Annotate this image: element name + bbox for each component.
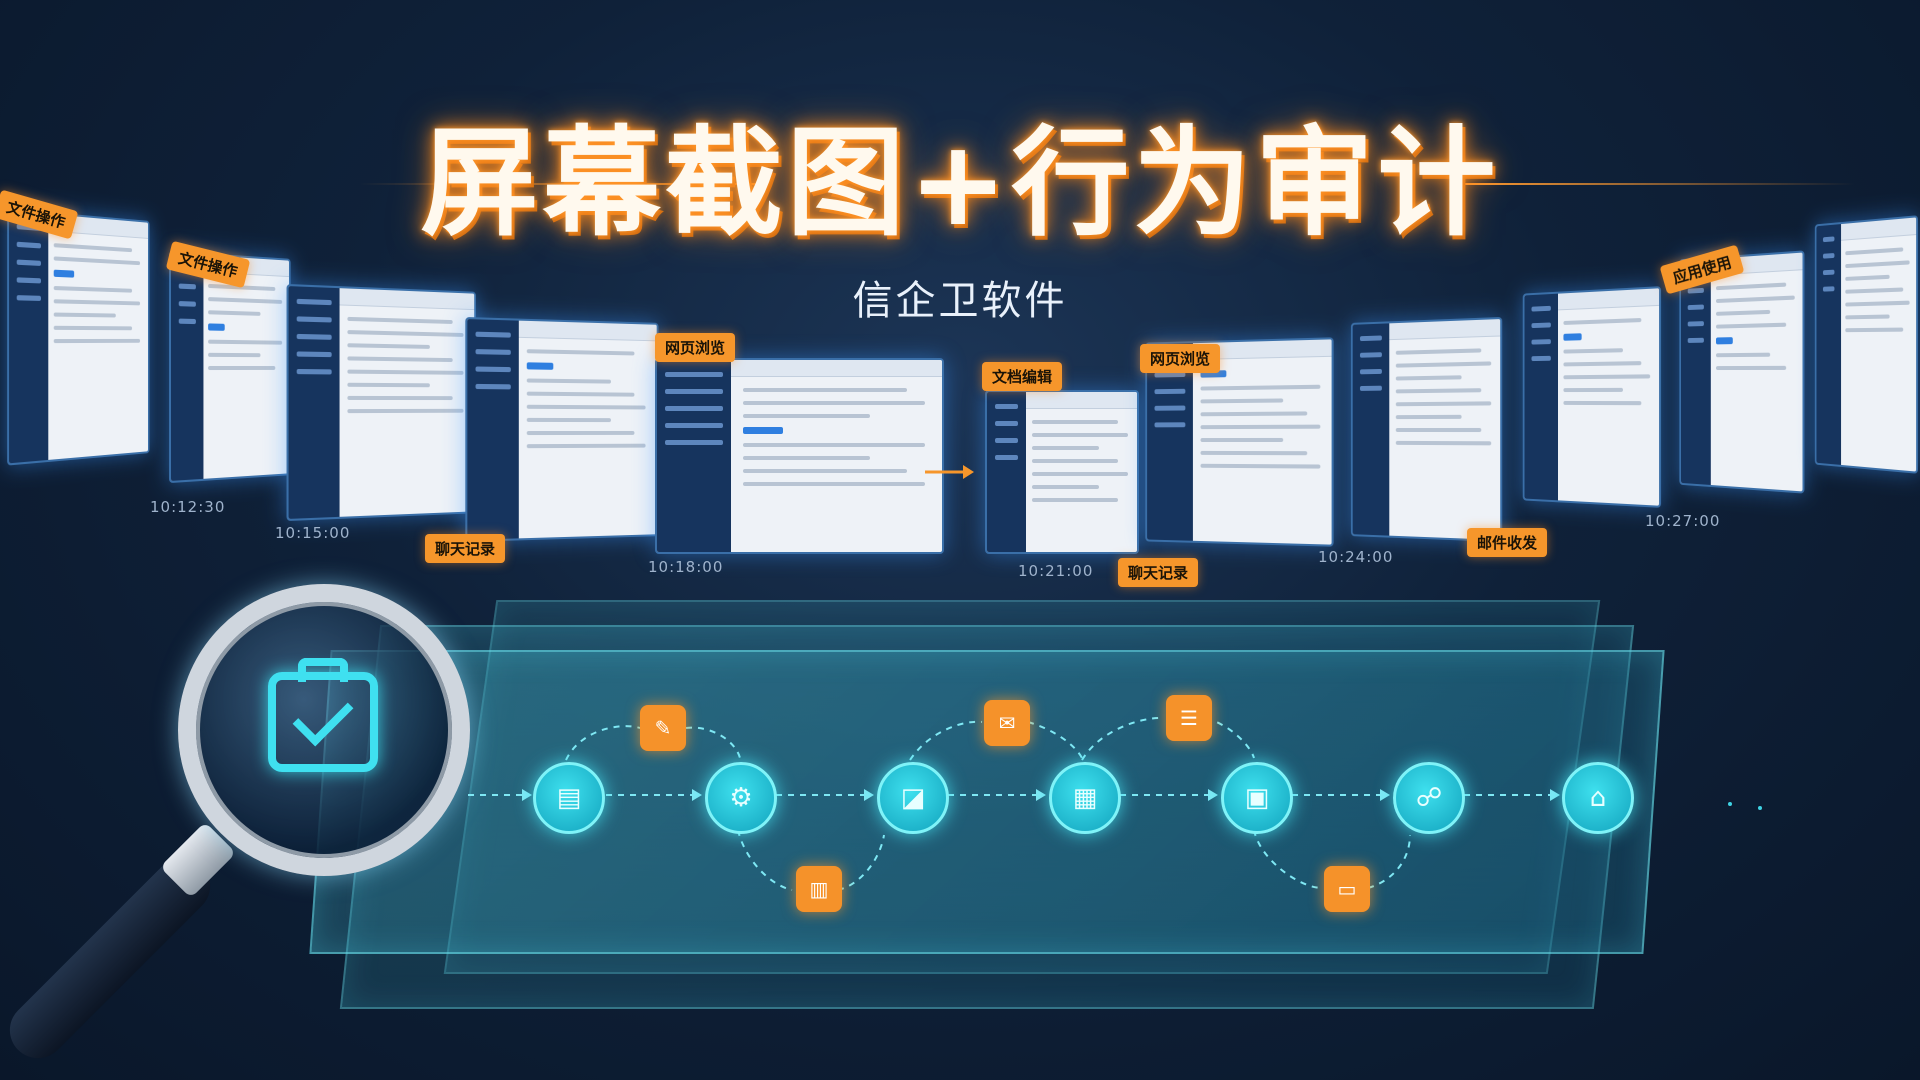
- browser-icon: ▦: [1049, 762, 1121, 834]
- screenshot-window: [985, 390, 1139, 554]
- timestamp: 10:24:00: [1318, 548, 1394, 566]
- book-icon: ▥: [796, 866, 842, 912]
- title-right-line: [1465, 183, 1855, 185]
- file-icon: ▣: [1221, 762, 1293, 834]
- mail-icon: ✉: [984, 700, 1030, 746]
- network-icon: ☍: [1393, 762, 1465, 834]
- chart-icon: ◪: [877, 762, 949, 834]
- tag-web-browsing: 网页浏览: [655, 333, 736, 362]
- timestamp: 10:21:00: [1018, 562, 1094, 580]
- timestamp: 10:15:00: [275, 524, 351, 542]
- tag-web-browsing: 网页浏览: [1140, 344, 1221, 373]
- gear-icon: ⚙: [705, 762, 777, 834]
- edit-icon: ✎: [640, 705, 686, 751]
- page-subtitle: 信企卫软件: [852, 278, 1068, 324]
- screen-icon: ▭: [1324, 866, 1370, 912]
- timestamp: 10:12:30: [150, 498, 226, 516]
- chat-icon: ☰: [1166, 695, 1212, 741]
- lock-icon: ⌂: [1562, 762, 1634, 834]
- tag-chat-record: 聊天记录: [1118, 558, 1199, 587]
- clipboard-clip: [298, 658, 348, 682]
- screenshot-window: [655, 358, 944, 554]
- document-icon: ▤: [533, 762, 605, 834]
- decor-dot: [1728, 802, 1732, 806]
- decor-dot: [1758, 806, 1762, 810]
- timestamp: 10:18:00: [648, 558, 724, 576]
- page-title: 屏幕截图+行为审计: [420, 114, 1500, 252]
- tag-email: 邮件收发: [1467, 528, 1548, 557]
- title-left-line: [360, 183, 760, 185]
- timestamp: 10:27:00: [1645, 512, 1721, 530]
- tag-document-edit: 文档编辑: [982, 362, 1063, 391]
- clipboard-check-icon: [268, 672, 378, 772]
- arrow-right-icon: [925, 465, 974, 479]
- tag-chat-record: 聊天记录: [425, 534, 506, 563]
